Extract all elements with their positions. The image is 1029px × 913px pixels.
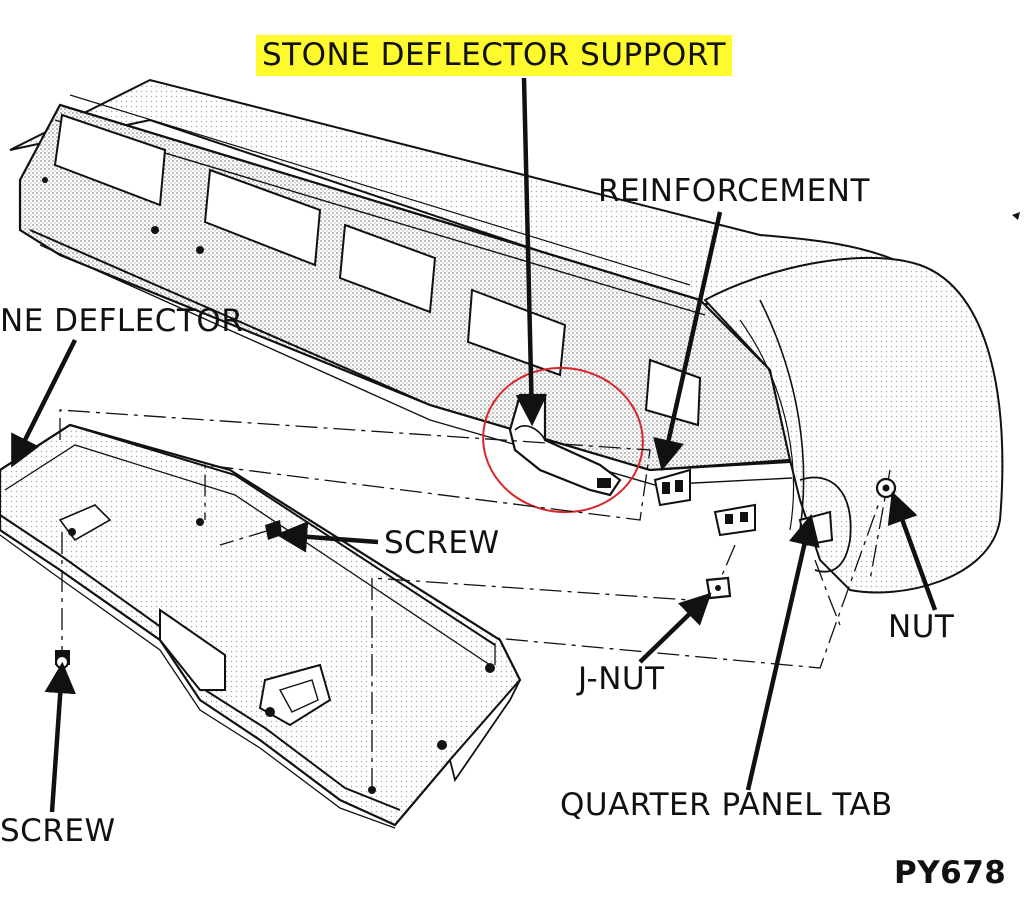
alignment-lines — [59, 409, 891, 790]
rear-body-panel — [9, 78, 1004, 594]
label-stone-deflector: NE DEFLECTOR — [0, 303, 244, 339]
label-screw-upper: SCREW — [384, 525, 500, 561]
label-j-nut: J-NUT — [578, 661, 665, 697]
highlight-circle-annotation — [482, 366, 644, 514]
label-screw-lower: SCREW — [0, 813, 116, 849]
label-nut: NUT — [888, 609, 955, 645]
figure-id: PY678 — [894, 855, 1007, 891]
leader-arrows — [11, 77, 938, 813]
label-reinforcement: REINFORCEMENT — [598, 173, 870, 209]
j-nut-part — [705, 576, 732, 600]
reinforcement-bracket — [653, 468, 756, 537]
stone-deflector-panel — [0, 423, 522, 829]
label-stone-deflector-support-text: STONE DEFLECTOR SUPPORT — [256, 35, 733, 76]
label-stone-deflector-support: STONE DEFLECTOR SUPPORT — [256, 35, 733, 76]
screw-lower — [55, 650, 70, 669]
speck-mark — [1012, 212, 1020, 220]
label-quarter-panel-tab: QUARTER PANEL TAB — [560, 787, 893, 823]
nut-part — [875, 477, 897, 499]
